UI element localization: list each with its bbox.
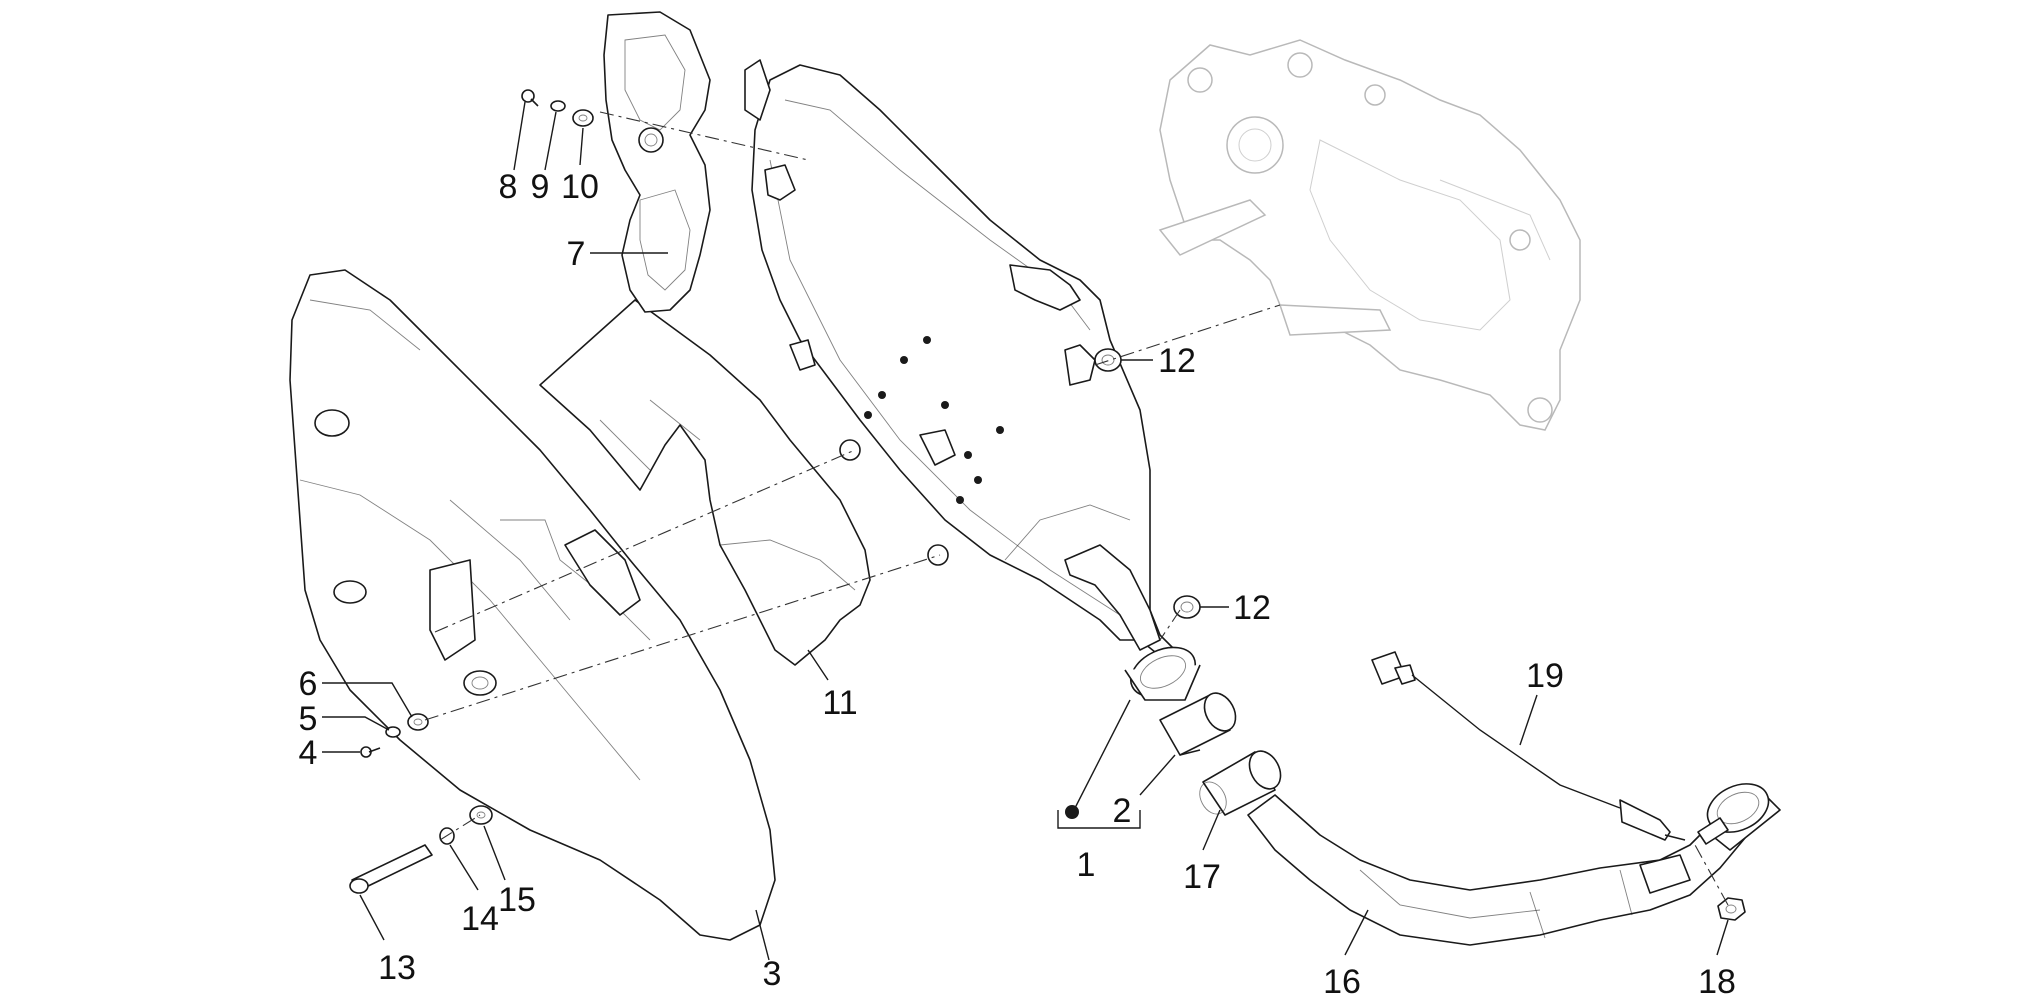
- callout-2: 2: [1113, 792, 1132, 830]
- rubber-mount-12a: [1094, 348, 1122, 372]
- washer-15: [469, 805, 493, 825]
- engine-crankcase-ghost: [1158, 39, 1581, 431]
- nut-18: [1717, 897, 1746, 921]
- leader-lines: [322, 101, 1729, 961]
- screw-8: [521, 89, 539, 107]
- callout-14: 14: [461, 900, 499, 938]
- callout-15: 15: [498, 881, 536, 919]
- callout-labels: 1 2 3 4 5 6 7 8 9 10 11 12 12 13 14 15 1…: [299, 168, 1736, 994]
- alignment-lines: [424, 111, 1729, 906]
- callout-4: 4: [299, 734, 318, 772]
- bushing-10: [572, 109, 594, 127]
- heat-guard: [539, 299, 871, 666]
- callout-11: 11: [822, 684, 857, 722]
- callout-8: 8: [499, 168, 518, 206]
- callout-3: 3: [763, 955, 782, 993]
- gasket-2: [1159, 692, 1237, 756]
- gasket-17: [1199, 750, 1282, 816]
- washer-5: [385, 726, 401, 738]
- hanger-bracket: [603, 11, 711, 313]
- bolt-13: [349, 844, 433, 894]
- callout-17: 17: [1183, 858, 1221, 896]
- callout-9: 9: [531, 168, 550, 206]
- callout-10: 10: [561, 168, 599, 206]
- callout-1: 1: [1077, 846, 1096, 884]
- callout-7: 7: [567, 235, 586, 273]
- callout-12-upper: 12: [1158, 342, 1196, 380]
- muffler-body: [744, 59, 1201, 701]
- muffler-cover: [289, 269, 776, 941]
- callout-18: 18: [1698, 963, 1736, 994]
- screw-4: [360, 746, 381, 758]
- exhaust-pipe: [1247, 783, 1781, 946]
- callout-6: 6: [299, 665, 318, 703]
- callout-12-lower: 12: [1233, 589, 1271, 627]
- lambda-sensor: [1371, 651, 1686, 841]
- callout-16: 16: [1323, 963, 1361, 994]
- washer-9: [550, 100, 566, 112]
- rubber-mount-12b: [1173, 595, 1201, 619]
- bushing-6: [407, 713, 429, 731]
- callout-5: 5: [299, 700, 318, 738]
- callout-13: 13: [378, 949, 416, 987]
- callout-19: 19: [1526, 657, 1564, 695]
